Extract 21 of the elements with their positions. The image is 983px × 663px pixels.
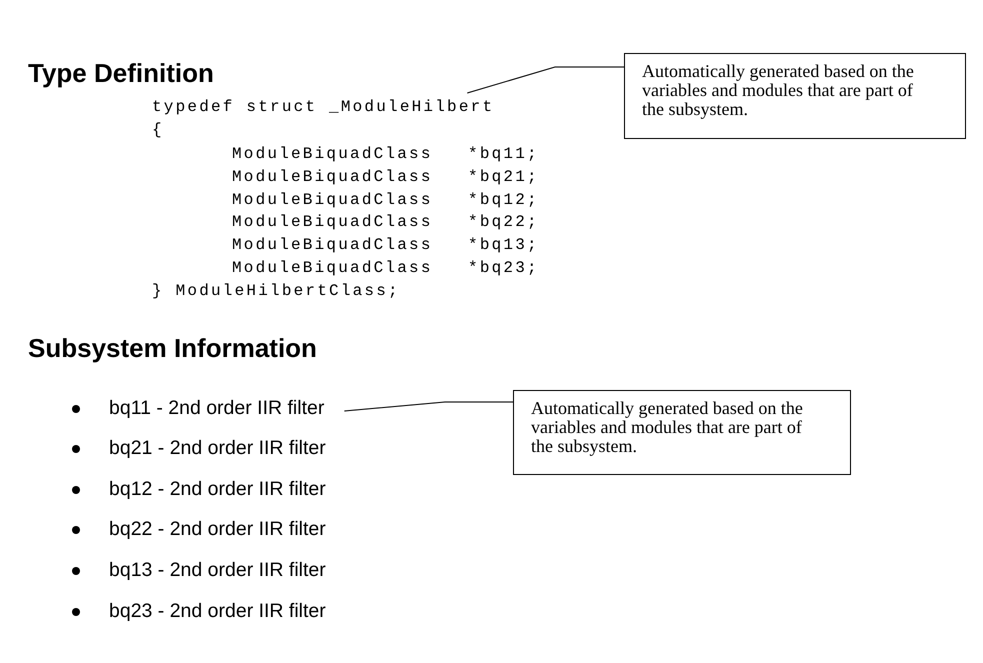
code-line: ModuleBiquadClass *bq23; (232, 259, 539, 277)
code-line: { (152, 121, 164, 139)
list-item: bq11 - 2nd order IIR filter (109, 397, 324, 419)
list-item: bq13 - 2nd order IIR filter (109, 559, 326, 581)
code-line: ModuleBiquadClass *bq12; (232, 191, 539, 209)
code-line: typedef struct _ModuleHilbert (152, 98, 494, 116)
code-line: ModuleBiquadClass *bq21; (232, 168, 539, 186)
code-line: ModuleBiquadClass *bq11; (232, 145, 539, 163)
code-line: } ModuleHilbertClass; (152, 282, 400, 300)
list-item: bq23 - 2nd order IIR filter (109, 600, 326, 622)
callout-box: Automatically generated based on the variables and modules that are part of the subsystem. (513, 390, 851, 475)
callout-box: Automatically generated based on the variables and modules that are part of the subsystem. (624, 53, 966, 139)
list-item: bq22 - 2nd order IIR filter (109, 518, 326, 540)
section-heading: Type Definition (28, 58, 214, 89)
leader-line (466, 66, 624, 94)
leader-line (344, 402, 514, 412)
section-heading: Subsystem Information (28, 333, 317, 364)
code-line: ModuleBiquadClass *bq13; (232, 236, 539, 254)
list-item: bq21 - 2nd order IIR filter (109, 437, 326, 459)
list-item: bq12 - 2nd order IIR filter (109, 478, 326, 500)
code-line: ModuleBiquadClass *bq22; (232, 213, 539, 231)
